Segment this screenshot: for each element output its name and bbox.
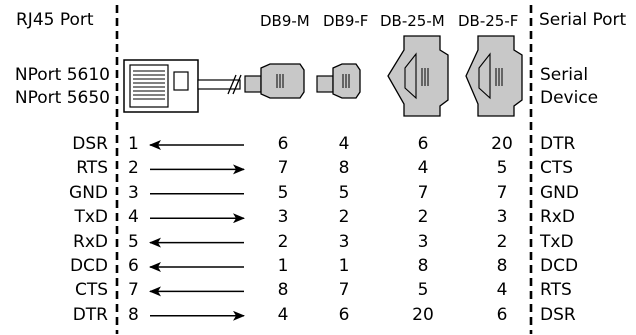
db25-f-pin: 8	[496, 256, 508, 276]
signal-name-left: GND	[69, 182, 108, 203]
db9-f-pin: 7	[338, 280, 350, 301]
signal-name-right: DCD	[540, 256, 579, 276]
nport-model-2: NPort 5650	[14, 88, 110, 108]
signal-name-right: GND	[540, 182, 579, 203]
rj45-port-header: RJ45 Port	[16, 10, 94, 30]
db25-m-header: DB-25-M	[380, 12, 445, 30]
db25-f-pin: 3	[496, 207, 508, 228]
db25-m-pin: 20	[412, 304, 434, 325]
db9-f-pin: 8	[338, 158, 350, 179]
db9-f-header: DB9-F	[323, 12, 369, 30]
db9-female-connector-icon	[316, 63, 361, 99]
db9-m-pin: 5	[277, 182, 289, 203]
db25-f-pin: 7	[496, 182, 508, 203]
db9-f-pin: 4	[338, 134, 350, 154]
db25-f-pin: 5	[496, 158, 508, 179]
signal-name-right: RxD	[540, 207, 575, 228]
serial-port-header: Serial Port	[539, 10, 627, 30]
db9-f-pin: 5	[338, 182, 350, 203]
db9-m-pin: 7	[277, 158, 289, 179]
signal-name-left: TxD	[74, 207, 108, 228]
db9-m-pin: 3	[277, 207, 289, 228]
db9-f-pin: 6	[338, 304, 350, 325]
db25-m-pin: 8	[417, 256, 429, 276]
rj45-pin-number: 8	[128, 304, 139, 325]
db9-f-pin: 2	[338, 207, 350, 228]
rj45-pin-number: 5	[128, 231, 139, 252]
db25-m-pin: 7	[417, 182, 429, 203]
db9-m-header: DB9-M	[260, 12, 310, 30]
rj45-pin-number: 2	[128, 158, 139, 179]
db9-m-pin: 2	[277, 231, 289, 252]
db25-m-pin: 6	[417, 134, 429, 154]
db25-f-pin: 20	[491, 134, 513, 154]
db9-m-pin: 1	[277, 256, 289, 276]
db9-male-connector-icon	[244, 63, 305, 99]
db9-m-pin: 8	[277, 280, 289, 301]
signal-name-right: DTR	[540, 134, 576, 154]
db9-m-pin: 6	[277, 134, 289, 154]
rj45-plug-icon	[123, 59, 199, 113]
db25-male-connector-icon	[387, 35, 449, 117]
db25-m-pin: 4	[417, 158, 429, 179]
signal-name-right: RTS	[540, 280, 572, 301]
serial-device-label-2: Device	[540, 88, 599, 108]
db25-m-pin: 2	[417, 207, 429, 228]
db25-f-pin: 6	[496, 304, 508, 325]
signal-name-left: DCD	[69, 256, 108, 276]
db25-m-pin: 5	[417, 280, 429, 301]
signal-name-right: TxD	[540, 231, 574, 252]
db25-f-pin: 2	[496, 231, 508, 252]
signal-name-right: CTS	[540, 158, 574, 179]
db9-m-pin: 4	[277, 304, 289, 325]
signal-name-left: DSR	[72, 134, 108, 154]
rj45-pin-number: 7	[128, 280, 139, 301]
serial-device-label-1: Serial	[540, 65, 589, 85]
db9-f-pin: 1	[338, 256, 350, 276]
db25-female-connector-icon	[465, 35, 523, 117]
nport-model-1: NPort 5610	[14, 65, 110, 85]
signal-name-left: CTS	[74, 280, 108, 301]
signal-name-left: DTR	[72, 304, 108, 325]
db25-f-header: DB-25-F	[458, 12, 519, 30]
db25-f-pin: 4	[496, 280, 508, 301]
signal-arrows	[149, 140, 245, 321]
signal-name-left: RTS	[76, 158, 108, 179]
db9-f-pin: 3	[338, 231, 350, 252]
signal-name-left: RxD	[73, 231, 108, 252]
rj45-pin-number: 3	[128, 182, 139, 203]
rj45-pin-number: 4	[128, 207, 139, 228]
cable-icon	[197, 74, 242, 95]
db25-m-pin: 3	[417, 231, 429, 252]
rj45-pin-number: 6	[128, 256, 139, 276]
rj45-pin-number: 1	[128, 134, 139, 154]
signal-name-right: DSR	[540, 304, 576, 325]
